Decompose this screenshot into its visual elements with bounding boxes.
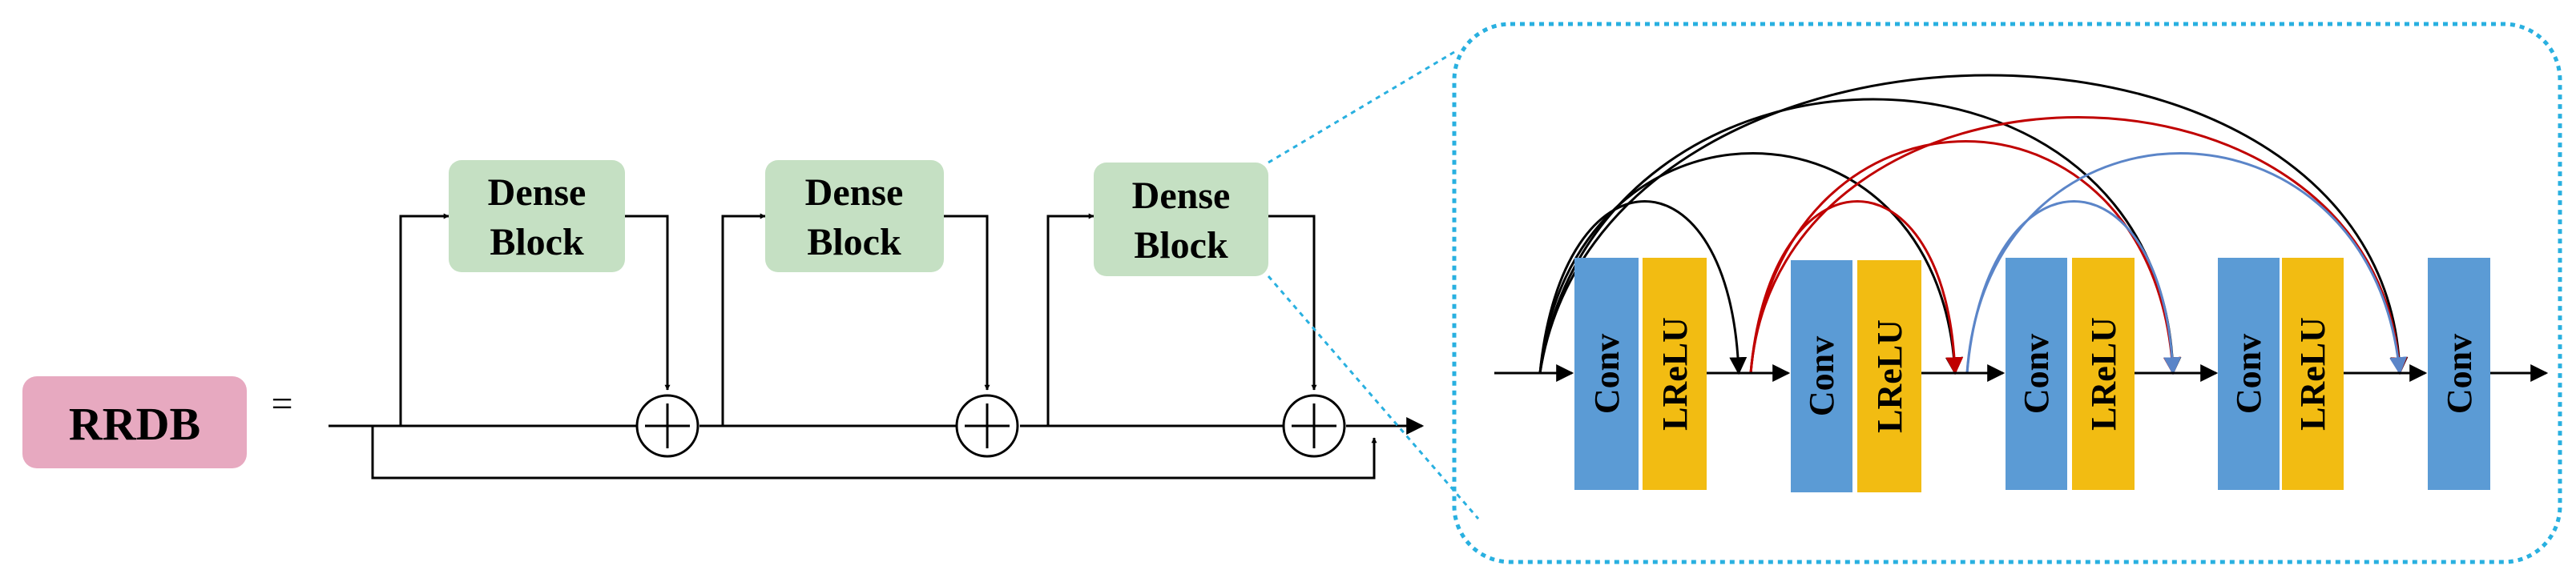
skip-connections xyxy=(1538,74,2409,375)
dense-block-2-line2: Block xyxy=(807,221,901,263)
layer-lrelu-3: LReLU xyxy=(2072,258,2135,490)
layer-conv-4-label: Conv xyxy=(2229,334,2268,414)
layer-conv-1: Conv xyxy=(1574,258,1639,490)
dense-block-2: Dense Block xyxy=(765,160,944,272)
main-path xyxy=(329,213,1425,480)
layer-lrelu-2: LReLU xyxy=(1857,260,1921,492)
adder-2 xyxy=(955,394,1019,458)
adder-3 xyxy=(1282,394,1346,458)
layer-conv-3: Conv xyxy=(2006,258,2067,490)
layer-lrelu-3-label: LReLU xyxy=(2084,317,2123,431)
layer-conv-1-label: Conv xyxy=(1587,334,1627,414)
rrdb-label-box: RRDB xyxy=(22,376,247,468)
layer-lrelu-1-label: LReLU xyxy=(1655,317,1695,431)
adder-1 xyxy=(635,394,699,458)
dense-block-2-line1: Dense xyxy=(805,171,904,214)
layer-conv-2: Conv xyxy=(1791,260,1852,492)
layer-lrelu-1: LReLU xyxy=(1643,258,1707,490)
dense-block-1-line1: Dense xyxy=(488,171,587,214)
dense-block-3: Dense Block xyxy=(1094,163,1268,276)
zoom-connectors xyxy=(1267,50,1480,520)
dense-block-3-line2: Block xyxy=(1134,224,1228,267)
layer-conv-3-label: Conv xyxy=(2017,334,2056,414)
layer-lrelu-2-label: LReLU xyxy=(1870,319,1909,433)
rrdb-label: RRDB xyxy=(69,398,200,450)
layer-conv-4: Conv xyxy=(2218,258,2280,490)
dense-block-1-line2: Block xyxy=(490,221,584,263)
dense-block-3-line1: Dense xyxy=(1132,175,1231,217)
dense-block-1: Dense Block xyxy=(449,160,625,272)
layer-conv-2-label: Conv xyxy=(1802,336,1841,416)
layer-conv-5: Conv xyxy=(2428,258,2490,490)
layer-lrelu-4-label: LReLU xyxy=(2293,317,2332,431)
layer-lrelu-4: LReLU xyxy=(2282,258,2344,490)
equals-sign: = xyxy=(271,383,292,425)
layer-conv-5-label: Conv xyxy=(2440,334,2479,414)
